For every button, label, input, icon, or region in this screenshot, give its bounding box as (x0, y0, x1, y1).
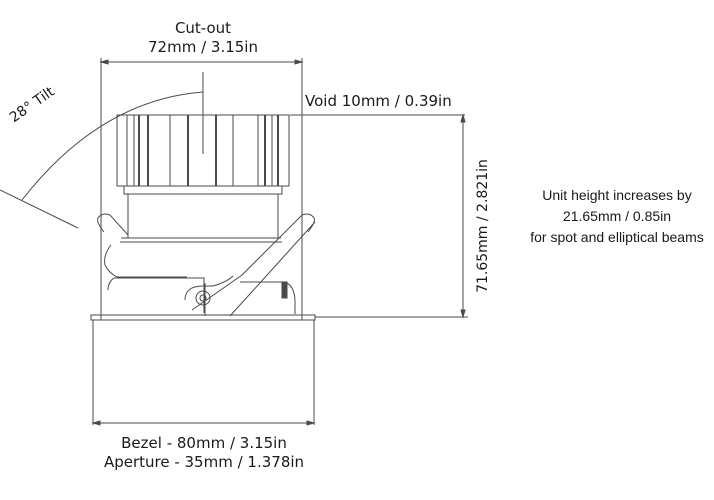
bezel-label: Bezel - 80mm / 3.15in (121, 434, 287, 452)
void-label: Void 10mm / 0.39in (305, 92, 452, 110)
cutout-title: Cut-out (174, 19, 232, 37)
cutout-dimension (99, 58, 304, 320)
note-line-1: Unit height increases by (542, 187, 692, 203)
unit-height-dimension (315, 113, 468, 319)
bezel-plate (90, 314, 316, 321)
trim-body (92, 320, 315, 425)
gimbal (97, 213, 316, 317)
unit-height-label: 71.65mm / 2.821in (475, 159, 491, 293)
note-line-2: 21.65mm / 0.85in (562, 208, 672, 224)
bezel-dimension (91, 420, 316, 426)
note-line-3: for spot and elliptical beams (530, 229, 704, 245)
heatsink (116, 114, 290, 238)
tilt-arc (0, 91, 204, 229)
aperture-label: Aperture - 35mm / 1.378in (103, 453, 305, 471)
cutout-value: 72mm / 3.15in (148, 38, 258, 56)
